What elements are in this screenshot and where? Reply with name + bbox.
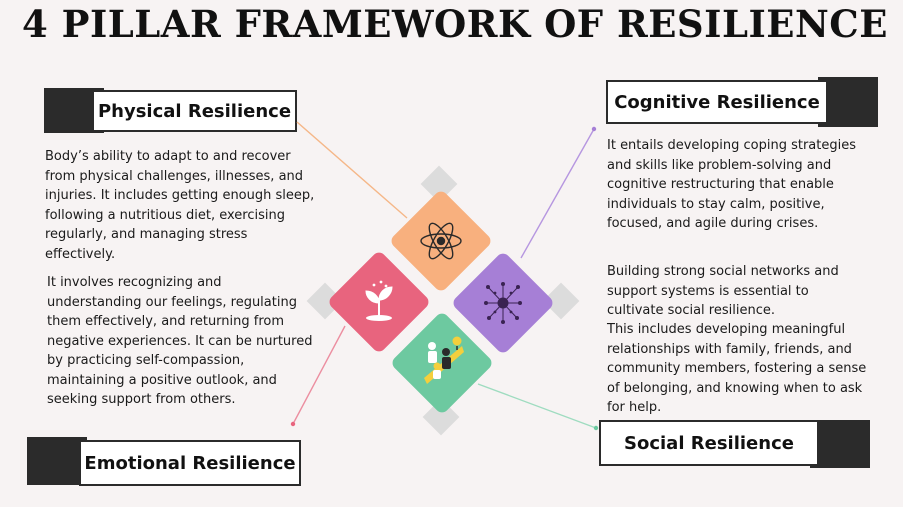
- social-description-2: This includes developing meaningful rela…: [607, 322, 867, 415]
- bg-diamond-left: [306, 282, 344, 320]
- bg-diamond-bottom: [422, 398, 460, 436]
- cognitive-description: It entails developing coping strategies …: [607, 138, 856, 231]
- emotional-connector-dot: [290, 421, 296, 427]
- bg-diamond-top: [420, 165, 458, 203]
- brain-network-icon: [484, 282, 522, 324]
- emotional-description: It involves recognizing and understandin…: [47, 275, 313, 407]
- atom-icon: [420, 222, 462, 260]
- social-connector: [477, 383, 597, 429]
- emotional-connector: [292, 325, 346, 425]
- cognitive-connector-dot: [591, 126, 597, 132]
- cognitive-connector: [520, 128, 595, 259]
- emotional-resilience-label: Emotional Resilience: [79, 440, 301, 486]
- social-resilience-label: Social Resilience: [599, 420, 819, 466]
- physical-description: Body’s ability to adapt to and recover f…: [45, 149, 315, 262]
- physical-connector: [296, 121, 408, 219]
- social-connector-dot: [593, 425, 599, 431]
- page-title: 4 PILLAR FRAMEWORK OF RESILIENCE: [22, 2, 888, 46]
- teamwork-icon: [424, 336, 464, 384]
- cognitive-label-accent: [818, 77, 878, 127]
- social-label-accent: [810, 420, 870, 468]
- cognitive-resilience-label: Cognitive Resilience: [606, 80, 828, 124]
- emotional-label-accent: [27, 437, 87, 485]
- sprout-icon: [365, 280, 393, 321]
- bg-diamond-right: [542, 282, 580, 320]
- physical-resilience-label: Physical Resilience: [92, 90, 297, 132]
- social-description-1: Building strong social networks and supp…: [607, 264, 839, 318]
